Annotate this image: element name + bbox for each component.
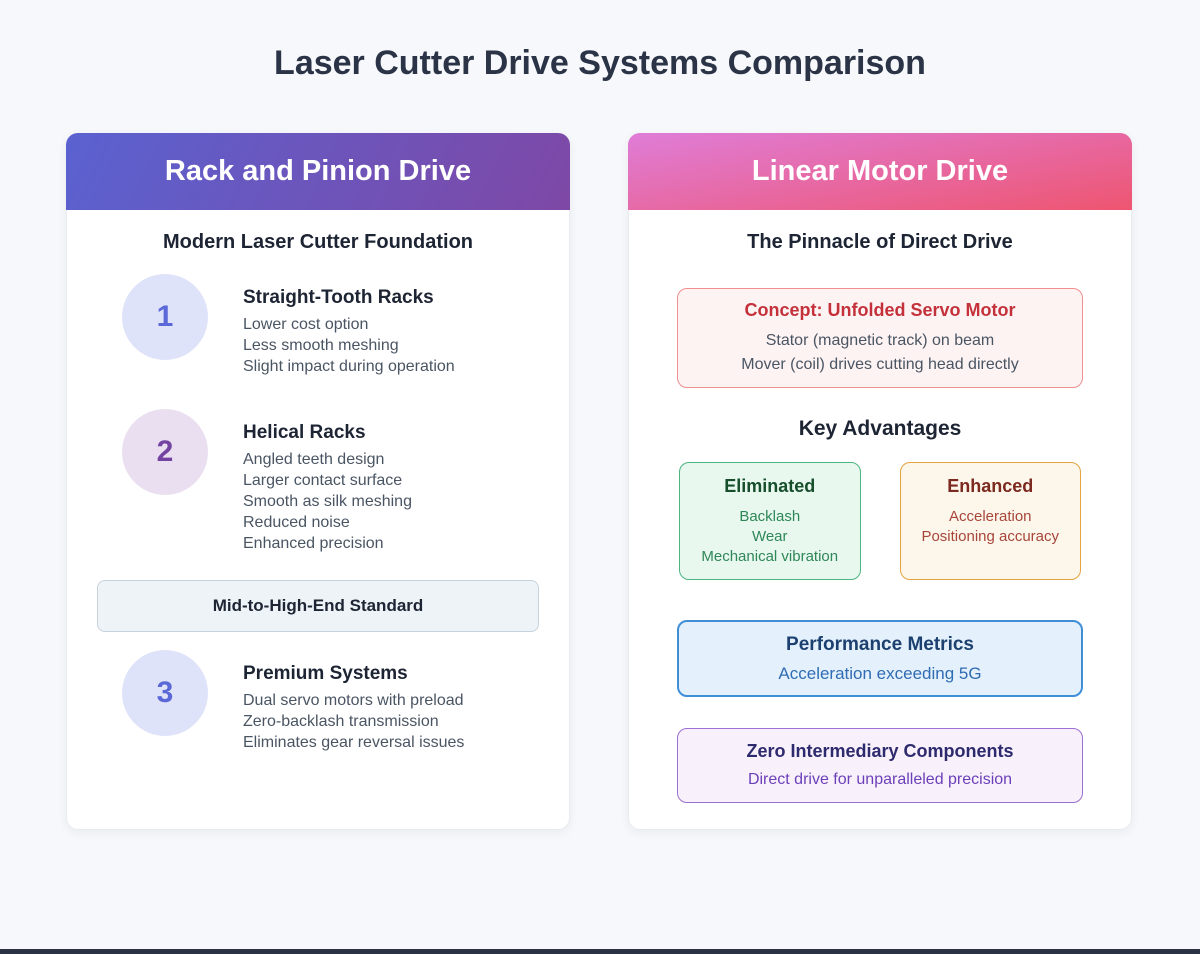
rack-pinion-header: Rack and Pinion Drive: [66, 133, 570, 210]
list-item-line: Reduced noise: [243, 514, 350, 531]
list-item-line: Smooth as silk meshing: [243, 493, 412, 510]
concept-box-line: Stator (magnetic track) on beam: [765, 332, 995, 349]
concept-box-title: Concept: Unfolded Servo Motor: [744, 300, 1016, 320]
list-item-line: Dual servo motors with preload: [243, 692, 464, 709]
list-item-line: Slight impact during operation: [243, 358, 455, 375]
eliminated-item: Wear: [751, 528, 788, 545]
enhanced-box: Enhanced Acceleration Positioning accura…: [899, 462, 1081, 580]
key-advantages-title: Key Advantages: [798, 417, 962, 440]
zero-components-box: Zero Intermediary Components Direct driv…: [677, 728, 1083, 803]
eliminated-box-list: Backlash Wear Mechanical vibration: [680, 507, 860, 567]
list-item-text: Straight-Tooth Racks Lower cost option L…: [243, 274, 455, 377]
rack-pinion-header-label: Rack and Pinion Drive: [164, 155, 472, 187]
performance-metrics-line: Acceleration exceeding 5G: [778, 664, 982, 683]
concept-box-lines: Stator (magnetic track) on beam Mover (c…: [688, 329, 1072, 377]
advantage-boxes-row: Eliminated Backlash Wear Mechanical vibr…: [679, 462, 1081, 580]
standard-banner-label: Mid-to-High-End Standard: [212, 596, 424, 615]
list-item-line: Lower cost option: [243, 316, 369, 333]
concept-box: Concept: Unfolded Servo Motor Stator (ma…: [677, 288, 1083, 388]
page-title: Laser Cutter Drive Systems Comparison: [274, 44, 926, 82]
performance-metrics-box: Performance Metrics Acceleration exceedi…: [677, 620, 1083, 697]
list-item: 1 Straight-Tooth Racks Lower cost option…: [67, 274, 569, 377]
eliminated-item: Backlash: [739, 508, 801, 525]
list-item-title: Straight-Tooth Racks: [243, 287, 434, 308]
bottom-bar: [0, 949, 1200, 954]
infographic-page: Laser Cutter Drive Systems Comparison Ra…: [0, 44, 1200, 954]
list-item: 3 Premium Systems Dual servo motors with…: [67, 650, 569, 753]
list-item-line: Zero-backlash transmission: [243, 713, 439, 730]
zero-components-line: Direct drive for unparalleled precision: [747, 771, 1013, 788]
list-item-text: Premium Systems Dual servo motors with p…: [243, 650, 464, 753]
linear-motor-card: Linear Motor Drive The Pinnacle of Direc…: [628, 133, 1132, 830]
performance-metrics-title: Performance Metrics: [786, 634, 974, 655]
linear-motor-header: Linear Motor Drive: [628, 133, 1132, 210]
enhanced-box-title: Enhanced: [947, 476, 1034, 496]
list-item-line: Enhanced precision: [243, 535, 384, 552]
enhanced-box-list: Acceleration Positioning accuracy: [901, 507, 1081, 547]
rack-pinion-subtitle: Modern Laser Cutter Foundation: [163, 231, 473, 253]
eliminated-box-title: Eliminated: [724, 476, 816, 496]
list-item-line: Less smooth meshing: [243, 337, 399, 354]
rack-pinion-card: Rack and Pinion Drive Modern Laser Cutte…: [66, 133, 570, 830]
list-item: 2 Helical Racks Angled teeth design Larg…: [67, 409, 569, 554]
enhanced-item: Acceleration: [948, 508, 1032, 525]
list-item-title: Helical Racks: [243, 422, 366, 443]
list-item-text: Helical Racks Angled teeth design Larger…: [243, 409, 412, 554]
eliminated-item: Mechanical vibration: [701, 548, 839, 565]
step-number-badge: 2: [122, 409, 208, 495]
eliminated-box: Eliminated Backlash Wear Mechanical vibr…: [679, 462, 861, 580]
list-item-line: Eliminates gear reversal issues: [243, 734, 465, 751]
concept-box-line: Mover (coil) drives cutting head directl…: [741, 356, 1019, 373]
list-item-line: Angled teeth design: [243, 451, 385, 468]
enhanced-item: Positioning accuracy: [921, 528, 1060, 545]
linear-motor-header-label: Linear Motor Drive: [751, 155, 1009, 187]
step-number-badge: 3: [122, 650, 208, 736]
zero-components-title: Zero Intermediary Components: [746, 741, 1014, 761]
list-item-line: Larger contact surface: [243, 472, 403, 489]
comparison-columns: Rack and Pinion Drive Modern Laser Cutte…: [0, 133, 1200, 830]
linear-motor-subtitle: The Pinnacle of Direct Drive: [747, 231, 1013, 253]
list-item-title: Premium Systems: [243, 663, 408, 684]
step-number-badge: 1: [122, 274, 208, 360]
standard-banner: Mid-to-High-End Standard: [97, 580, 539, 632]
